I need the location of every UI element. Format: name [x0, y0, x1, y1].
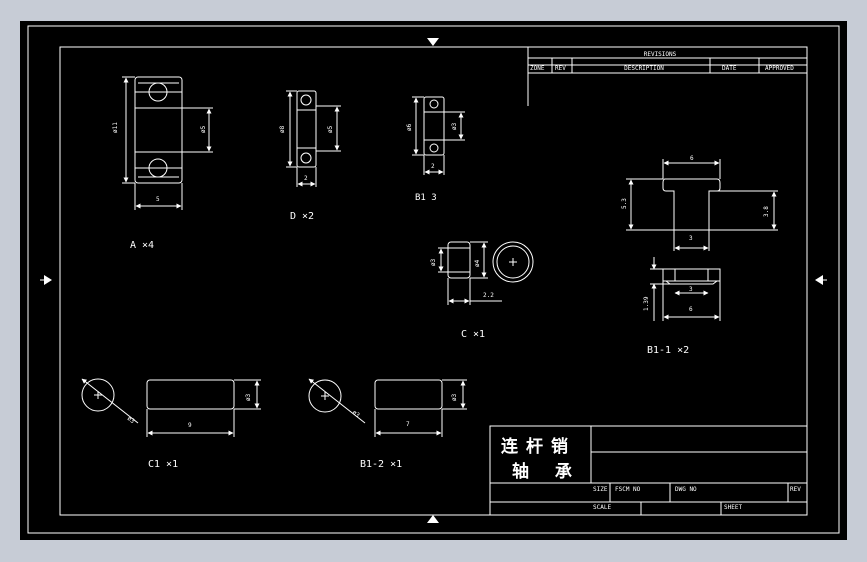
col-description: DESCRIPTION	[624, 65, 664, 72]
label-view-d: D ×2	[290, 211, 314, 222]
view-b12-pin: ø3 ø3 7 B1-2 ×1	[308, 378, 467, 470]
part-title-line2: 轴 承	[512, 461, 582, 482]
label-view-a: A ×4	[130, 240, 154, 251]
col-approved: APPROVED	[765, 65, 794, 72]
scale-label: SCALE	[593, 504, 611, 511]
dim-b1-outer: ø6	[406, 123, 413, 131]
dim-b12-circle: ø3	[351, 409, 361, 419]
title-block: 连杆销 轴 承 SIZE FSCM NO DWG NO REV SCALE SH…	[489, 425, 808, 516]
dim-c-inner: ø3	[430, 258, 437, 266]
label-view-b11: B1-1 ×2	[647, 345, 689, 356]
revisions-title: REVISIONS	[644, 51, 677, 58]
dim-d-width: 2	[304, 175, 308, 182]
part-title-line1: 连杆销	[501, 436, 576, 457]
fscm-label: FSCM NO	[615, 486, 641, 493]
dim-a-width: 5	[156, 196, 160, 203]
outer-border	[27, 25, 840, 534]
rev-label: REV	[790, 486, 801, 493]
dwg-label: DWG NO	[675, 486, 697, 493]
label-view-b12: B1-2 ×1	[360, 459, 402, 470]
dim-b12-height: ø3	[451, 393, 458, 401]
col-date: DATE	[722, 65, 737, 72]
view-c1-pin: ø3 ø3 9 C1 ×1	[81, 378, 261, 470]
inner-border	[59, 46, 808, 516]
dim-b11-bottom: 6	[689, 306, 693, 313]
view-b11-flange-pin: 6 5.3 3.8 3 1.39 3 6 B1-1 ×2	[621, 155, 778, 356]
label-view-c: C ×1	[461, 329, 485, 340]
revisions-table: REVISIONS ZONE REV DESCRIPTION DATE APPR…	[527, 47, 807, 106]
dim-b11-inner: 3	[689, 286, 693, 293]
dim-d-outer: ø8	[279, 125, 286, 133]
dim-c-outer: ø4	[474, 259, 481, 267]
dim-c1-circle: ø3	[126, 415, 136, 425]
dim-b1-inner: ø3	[451, 122, 458, 130]
label-view-b1: B1 3	[415, 193, 437, 203]
label-view-c1: C1 ×1	[148, 459, 178, 470]
dim-b11-height: 1.39	[643, 296, 650, 311]
dim-a-outer: ø11	[112, 122, 119, 133]
dim-c-width: 2.2	[483, 292, 494, 299]
view-c-sleeve: ø3 ø4 2.2 C ×1	[430, 241, 534, 340]
dim-b11-shank: 3	[689, 235, 693, 242]
view-b1-bearing: ø6 ø3 2 B1 3	[406, 96, 465, 203]
center-mark-bottom-icon	[427, 515, 439, 523]
dim-b11-left: 5.3	[621, 198, 628, 209]
dim-c1-height: ø3	[245, 393, 252, 401]
dim-b12-length: 7	[406, 421, 410, 428]
center-mark-top-icon	[427, 38, 439, 46]
dim-b11-right: 3.8	[763, 206, 770, 217]
col-rev: REV	[555, 65, 566, 72]
dim-a-inner: ø5	[200, 125, 207, 133]
dim-b11-top: 6	[690, 155, 694, 162]
dim-c1-length: 9	[188, 422, 192, 429]
col-zone: ZONE	[530, 65, 545, 72]
view-a-bearing: ø11 ø5 5 A ×4	[112, 76, 213, 251]
dim-b1-width: 2	[431, 163, 435, 170]
cad-viewport[interactable]: REVISIONS ZONE REV DESCRIPTION DATE APPR…	[20, 21, 847, 540]
size-label: SIZE	[593, 486, 608, 493]
drawing-canvas: REVISIONS ZONE REV DESCRIPTION DATE APPR…	[27, 25, 840, 534]
sheet-label: SHEET	[724, 504, 742, 511]
view-d-bearing: ø8 ø5 2 D ×2	[279, 90, 341, 222]
dim-d-inner: ø5	[327, 125, 334, 133]
